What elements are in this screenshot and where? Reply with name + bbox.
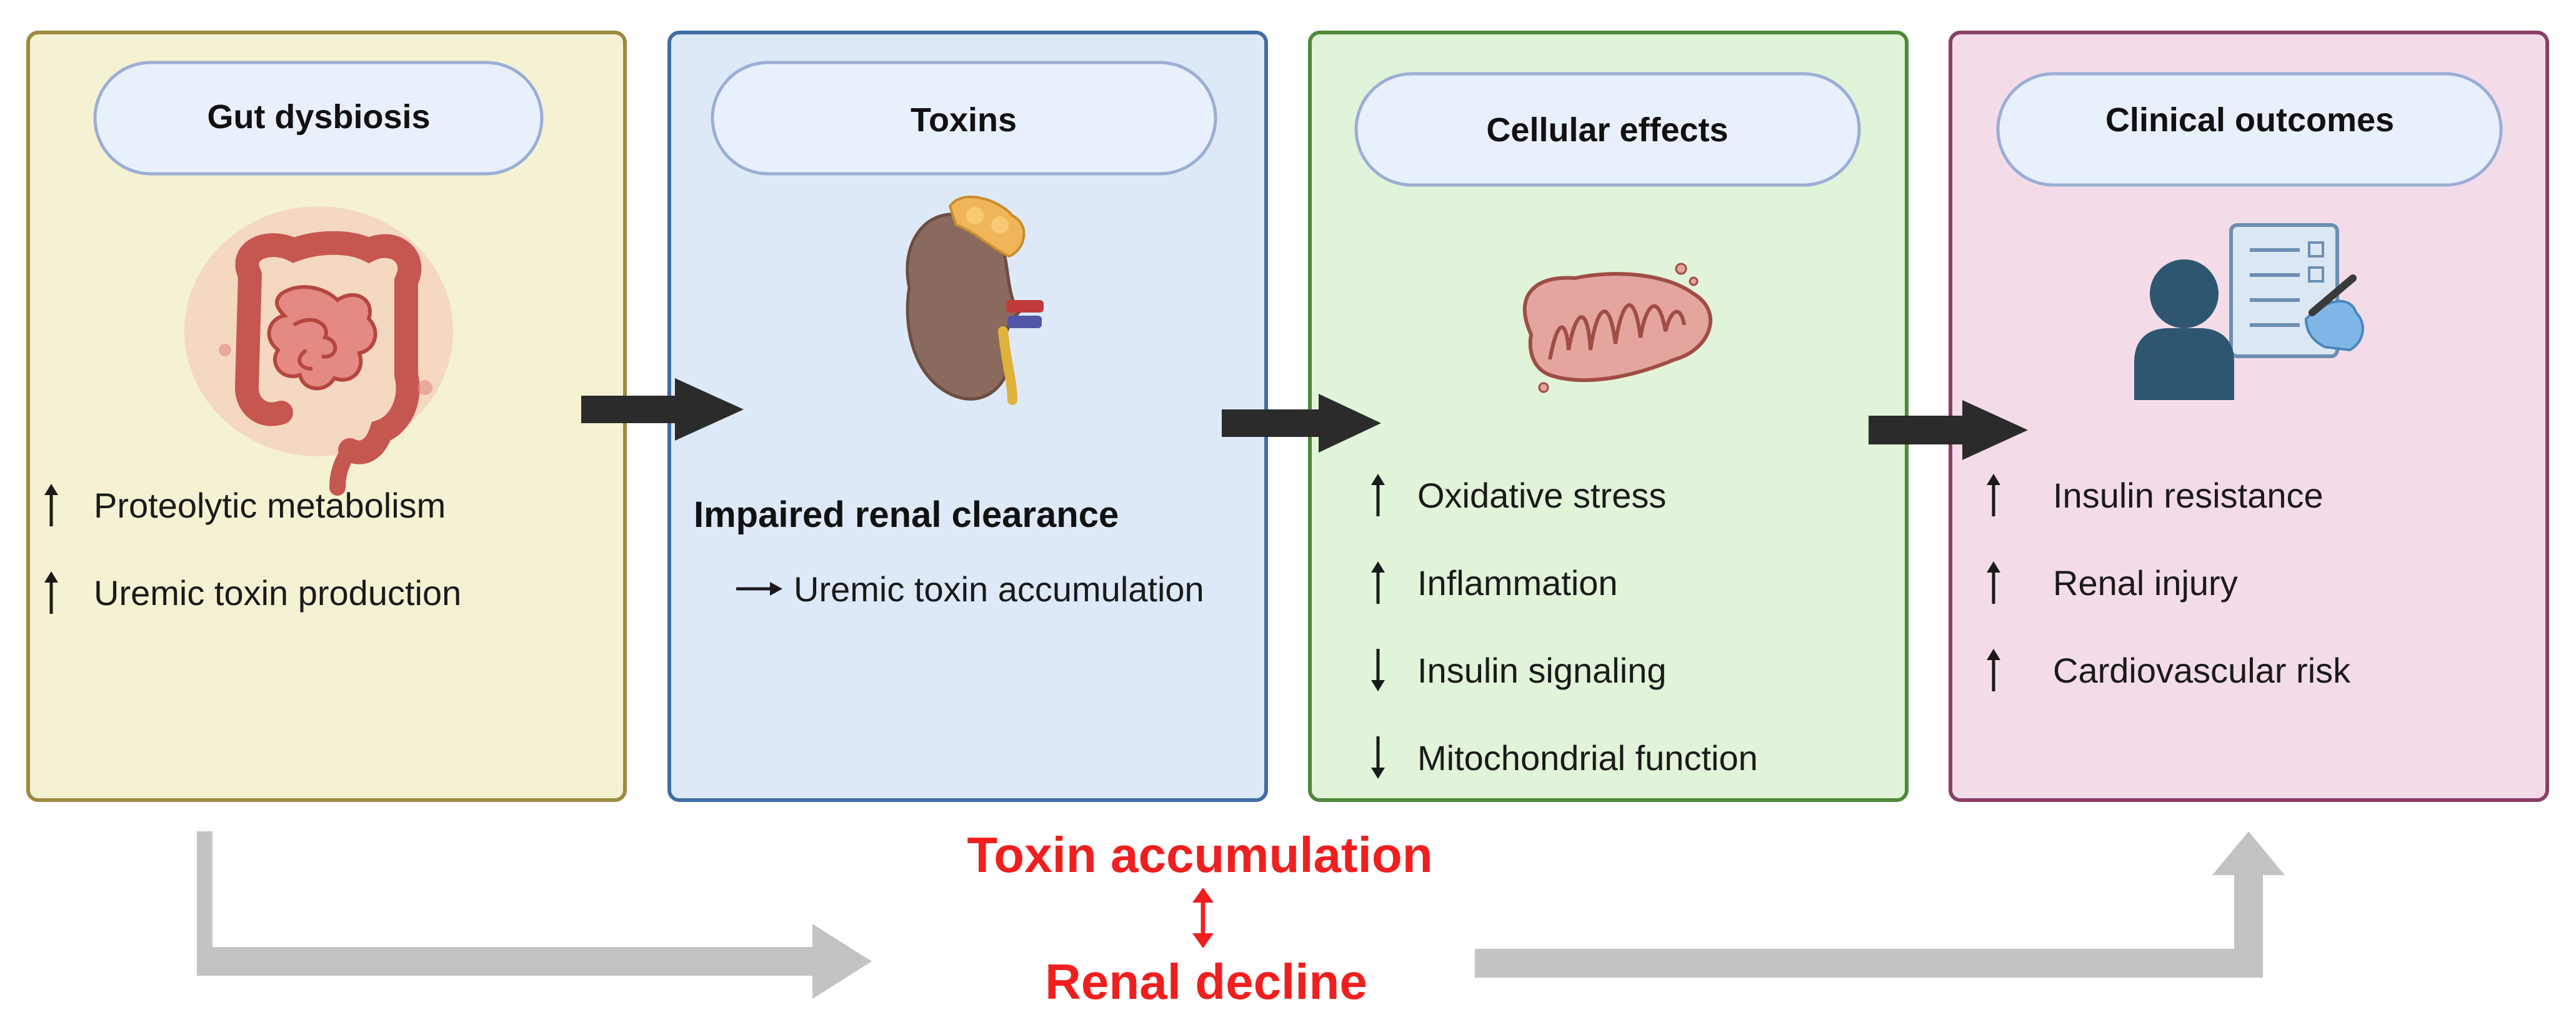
panel-header-title: Cellular effects <box>1486 111 1728 149</box>
arrow-up-icon <box>1371 474 1385 516</box>
list-item-label: Proteolytic metabolism <box>94 486 446 525</box>
list-item-label: Oxidative stress <box>1417 476 1666 515</box>
arrow-up-icon <box>1371 561 1385 604</box>
arrow-up-icon <box>1987 649 2000 691</box>
list-item-label: Inflammation <box>1417 563 1618 603</box>
list-item: Proteolytic metabolism <box>44 484 446 526</box>
arrow-up-icon <box>1987 474 2000 516</box>
arrow-up-icon <box>1987 561 2000 604</box>
bidirectional-arrow-icon <box>1192 888 1214 948</box>
toxin-accumulation-label: Toxin accumulation <box>967 827 1432 883</box>
list-item-label: Insulin signaling <box>1417 651 1666 690</box>
connector-arrow-2 <box>1222 394 1381 453</box>
intestine-icon <box>184 206 453 496</box>
panel-header-title: Clinical outcomes <box>2105 101 2394 139</box>
arrow-up-icon <box>44 571 58 614</box>
list-item: Insulin resistance <box>1987 474 2324 516</box>
clinician-checklist-icon <box>2134 223 2364 400</box>
list-item-label: Uremic toxin production <box>94 573 461 613</box>
connector-arrow-3 <box>1869 400 2028 460</box>
impaired-renal-clearance-label: Impaired renal clearance <box>694 494 1119 535</box>
arrow-up-icon <box>44 484 58 526</box>
list-item-label: Mitochondrial function <box>1417 738 1758 778</box>
panel-header-pill <box>93 61 544 176</box>
panel-toxins: Toxins Impaired renal clearance Uremic t… <box>667 31 1268 802</box>
list-item: Uremic toxin accumulation <box>736 569 1204 609</box>
panel-header-title: Gut dysbiosis <box>207 98 430 136</box>
list-item: Oxidative stress <box>1371 474 1666 516</box>
list-item: Cardiovascular risk <box>1987 649 2351 691</box>
list-item: Renal injury <box>1987 561 2238 604</box>
bottom-flow-arrow-right <box>1475 831 2285 978</box>
panel-header-pill <box>1354 72 1861 187</box>
bottom-flow-arrow-left <box>197 831 872 999</box>
arrow-right-icon <box>736 582 782 596</box>
list-item: Inflammation <box>1371 561 1618 604</box>
panel-clinical-outcomes: Clinical outcomes Insulin resistanceRena… <box>1949 31 2549 802</box>
panel-header-title: Toxins <box>911 101 1017 139</box>
panel-header-pill <box>711 61 1217 176</box>
panel-header-pill <box>1996 72 2503 187</box>
mitochondria-icon <box>1522 263 1712 393</box>
list-item-label: Insulin resistance <box>2053 476 2324 515</box>
list-item: Uremic toxin production <box>44 571 461 614</box>
renal-decline-label: Renal decline <box>1045 954 1367 1009</box>
list-item-label: Uremic toxin accumulation <box>794 569 1204 609</box>
panel-cellular-effects: Cellular effects Oxidative stressInflamm… <box>1308 31 1909 802</box>
arrow-down-icon <box>1371 649 1385 691</box>
panel-gut-dysbiosis: Gut dysbiosis Proteolytic metabolismUrem… <box>26 31 627 802</box>
list-item: Insulin signaling <box>1371 649 1666 691</box>
connector-arrow-1 <box>581 378 744 441</box>
list-item-label: Renal injury <box>2053 563 2238 603</box>
arrow-down-icon <box>1371 736 1385 779</box>
kidney-icon <box>906 196 1044 405</box>
list-item-label: Cardiovascular risk <box>2053 651 2351 690</box>
list-item: Mitochondrial function <box>1371 736 1758 779</box>
panel-item-list: Uremic toxin accumulation <box>736 569 1204 609</box>
